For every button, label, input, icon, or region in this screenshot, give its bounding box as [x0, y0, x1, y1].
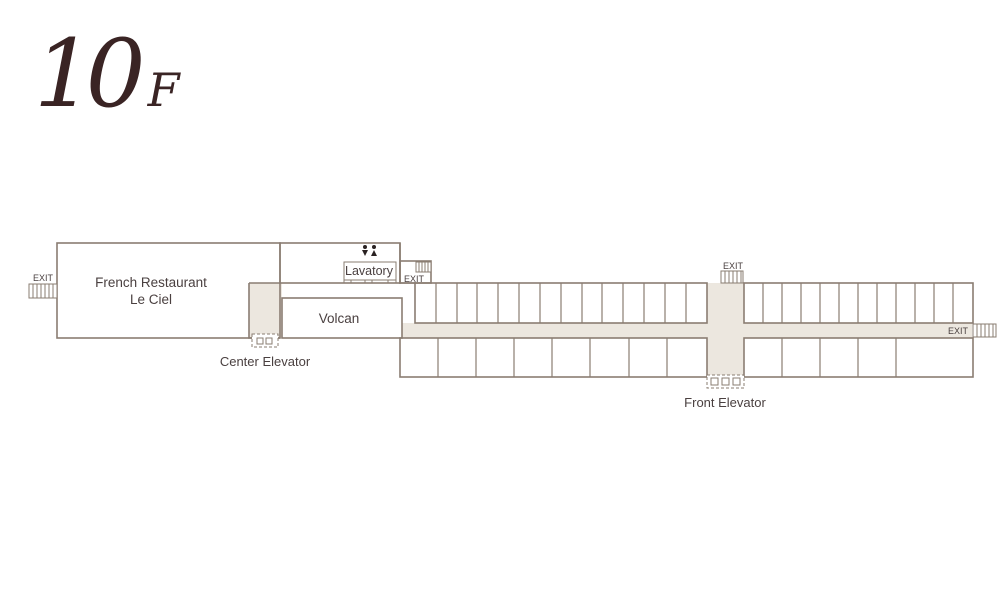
- lavatory-box[interactable]: [343, 261, 397, 281]
- lower-room-dividers: [437, 338, 897, 377]
- front-elevator-label: Front Elevator: [684, 395, 766, 410]
- room-volcan[interactable]: [281, 297, 403, 339]
- lavatory-label: Lavatory: [345, 264, 394, 278]
- upper-room-dividers: [435, 283, 954, 323]
- stairs-icon: [972, 323, 997, 338]
- stairs-icon: [720, 270, 744, 284]
- elevator-icon[interactable]: [251, 333, 279, 348]
- floor-number: 10: [34, 20, 146, 129]
- volcan-label: Volcan: [319, 311, 360, 326]
- exit-label-north: EXIT: [404, 274, 425, 284]
- center-elevator-label: Center Elevator: [220, 354, 311, 369]
- exit-label-east: EXIT: [948, 326, 969, 336]
- room-french-restaurant[interactable]: [56, 242, 281, 339]
- restaurant-label-line1: French Restaurant: [95, 275, 207, 290]
- restaurant-label-line2: Le Ciel: [130, 292, 172, 307]
- elevator-icon[interactable]: [706, 374, 745, 389]
- exit-label-front: EXIT: [723, 261, 744, 271]
- corridor: [249, 283, 972, 377]
- restroom-icon: [362, 245, 377, 256]
- exit-label-west: EXIT: [33, 273, 54, 283]
- guest-rooms-lower-left: [399, 337, 708, 378]
- floor-unit: F: [147, 63, 180, 117]
- stairs-icon: [415, 261, 432, 273]
- stairs-icon: [28, 283, 58, 299]
